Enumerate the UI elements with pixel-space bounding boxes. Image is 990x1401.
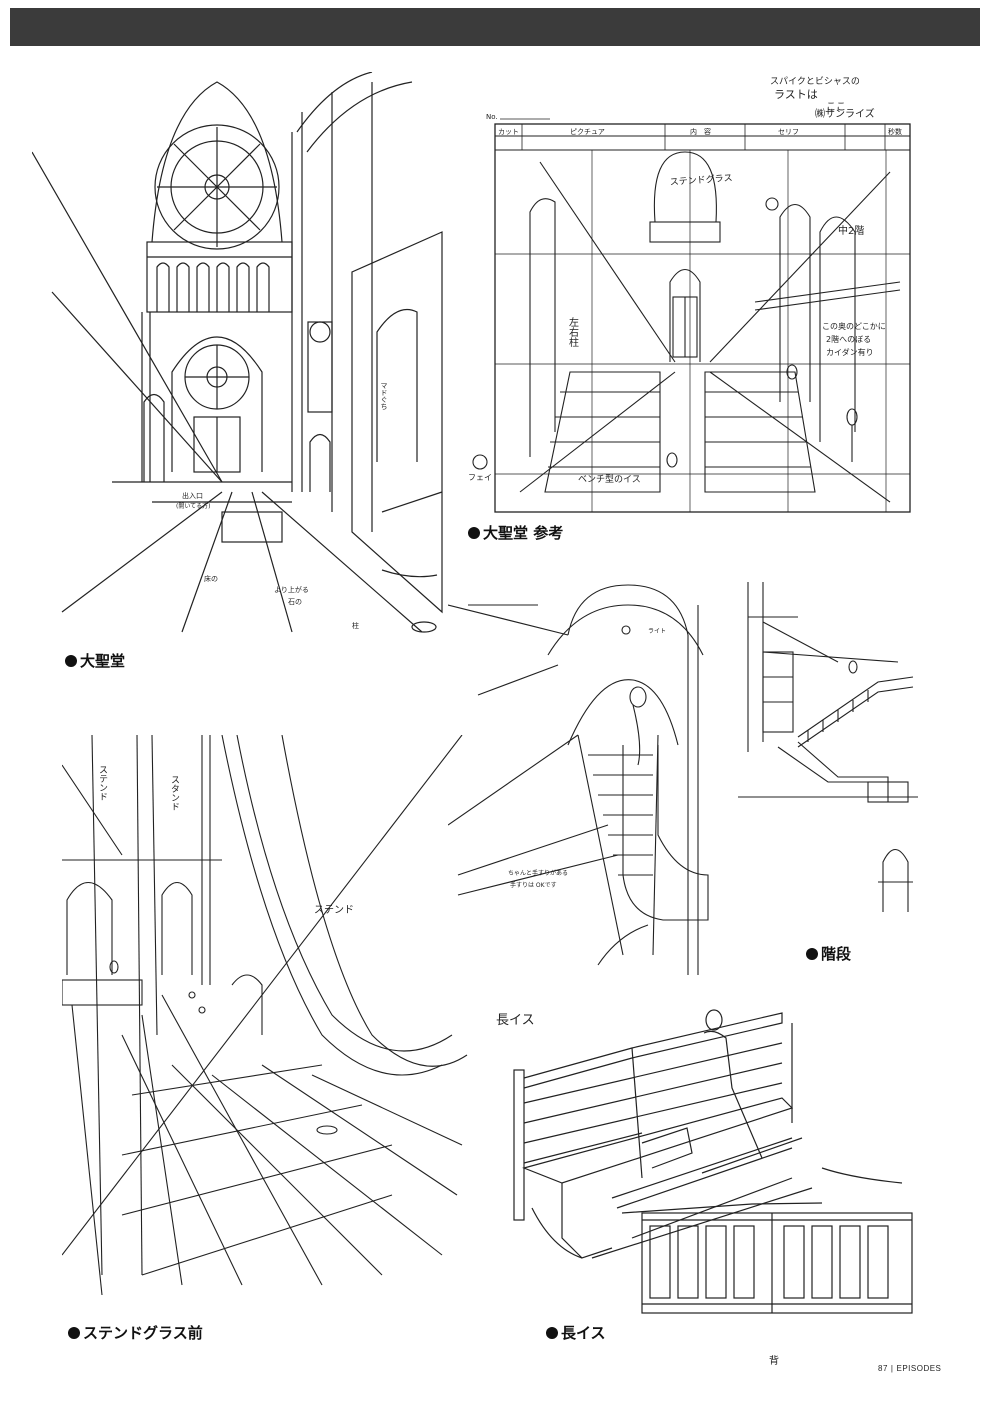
- caption-cathedral: 大聖堂: [65, 650, 125, 671]
- cathedral-note-raised-sub: 石の: [288, 598, 302, 606]
- escalator-note-handrail-sub: 手すりは OKです: [510, 881, 557, 889]
- caption-bench: 長イス: [546, 1322, 606, 1343]
- storyboard-col-dialogue: セリフ: [778, 128, 799, 136]
- section-name: EPISODES: [896, 1364, 942, 1373]
- caption-stairs: 階段: [806, 943, 851, 964]
- bullet-icon: [546, 1327, 558, 1339]
- storyboard-label-corner: フェイ: [468, 473, 492, 482]
- escalator-note-light: ライト: [648, 628, 666, 635]
- storyboard-label-stained: ステンドグラス: [669, 172, 733, 188]
- storyboard-sketch: No. ㈱サンライズ スパイクとビシャスの ラストは ここ カット ピクチュア …: [468, 76, 911, 513]
- bench-sketch: 長イス: [496, 1009, 913, 1314]
- bench-stamp: 背: [769, 1356, 779, 1367]
- storyboard-no-label: No.: [486, 113, 498, 121]
- storyboard-note-top-2: ラストは: [774, 88, 818, 101]
- staircase-sketch: [738, 582, 918, 912]
- bullet-icon: [806, 948, 818, 960]
- storyboard-col-seconds: 秒数: [888, 127, 902, 136]
- bullet-icon: [68, 1327, 80, 1339]
- cathedral-note-floor: 床の: [204, 574, 218, 583]
- caption-cathedral-reference: 大聖堂 参考: [468, 522, 563, 543]
- stained-note-center: ステンド: [314, 905, 354, 916]
- storyboard-company: ㈱サンライズ: [815, 107, 875, 120]
- stained-note-top-left: ステンド: [97, 765, 107, 801]
- storyboard-note-top-3: ここ: [826, 102, 846, 113]
- storyboard-col-content: 内 容: [690, 127, 711, 136]
- storyboard-label-side-1: この奥のどこかに: [822, 321, 886, 331]
- cathedral-note-pillar: 柱: [352, 621, 359, 630]
- storyboard-label-side-2: 2階へのぼる: [826, 334, 871, 344]
- caption-stained-glass-front: ステンドグラス前: [68, 1322, 203, 1343]
- cathedral-note-entrance: 出入口: [182, 491, 203, 500]
- stained-note-top-right: スタンド: [169, 775, 180, 811]
- page-number: 87: [878, 1364, 888, 1373]
- storyboard-col-cut: カット: [498, 128, 519, 136]
- escalator-sketch: ライト ちゃんと手すりがある 手すりは OKです: [448, 584, 709, 975]
- cathedral-note-vertical: マドぐち: [380, 382, 388, 410]
- page-folio: 87|EPISODES: [878, 1364, 942, 1373]
- storyboard-note-top-1: スパイクとビシャスの: [770, 76, 860, 87]
- cathedral-note-raised: より上がる: [274, 585, 309, 594]
- storyboard-label-second-floor: 中2階: [838, 224, 864, 237]
- storyboard-label-bench: ベンチ型のイス: [578, 474, 641, 485]
- storyboard-label-side-3: カイダン有り: [826, 347, 874, 357]
- cathedral-note-entrance-sub: (開いてる方): [176, 502, 211, 510]
- bench-note-title: 長イス: [496, 1013, 535, 1028]
- storyboard-col-picture: ピクチュア: [570, 128, 605, 136]
- bullet-icon: [65, 655, 77, 667]
- escalator-note-handrail: ちゃんと手すりがある: [508, 869, 568, 877]
- storyboard-label-pillars: 左右柱: [567, 316, 579, 348]
- stained-glass-sketch: ステンド ステンド スタンド: [62, 735, 468, 1295]
- bullet-icon: [468, 527, 480, 539]
- header-bar: [10, 8, 980, 46]
- cathedral-sketch: 出入口 (開いてる方) 床の より上がる 石の 柱 マドぐち: [32, 72, 443, 633]
